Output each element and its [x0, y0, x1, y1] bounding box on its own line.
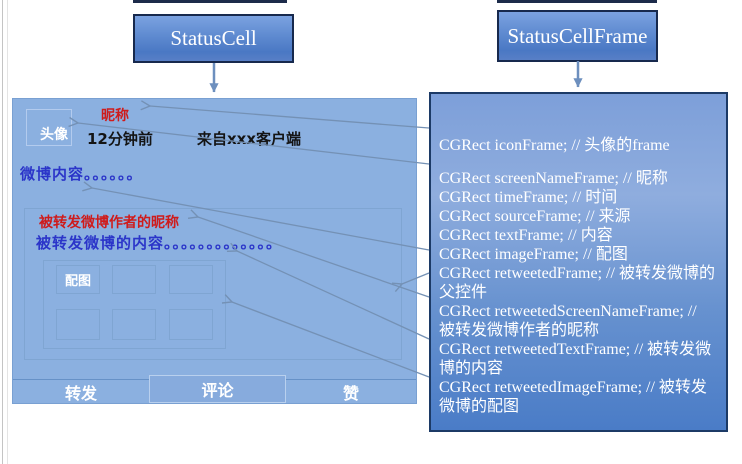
- content-text: 微博内容。。。。。。: [20, 165, 143, 183]
- property-line: CGRect retweetedFrame; // 被转发微博的父控件: [439, 265, 715, 301]
- statuscell-title-box: StatusCell: [133, 14, 294, 63]
- property-line: CGRect retweetedScreenNameFrame; // 被转发微…: [439, 303, 697, 339]
- image-placeholder: [112, 265, 156, 294]
- left-pane-divider: [2, 0, 3, 464]
- property-line: CGRect sourceFrame; // 来源: [439, 208, 631, 225]
- statuscellframe-properties-box: CGRect iconFrame; // 头像的frame CGRect scr…: [429, 92, 728, 432]
- image-placeholder: [112, 309, 156, 340]
- property-line: CGRect retweetedImageFrame; // 被转发微博的配图: [439, 379, 707, 415]
- image-label: 配图: [64, 274, 91, 289]
- avatar-label: 头像: [40, 127, 68, 143]
- avatar-placeholder: 头像: [26, 109, 72, 146]
- frame-properties-list: CGRect iconFrame; // 头像的frame CGRect scr…: [439, 136, 716, 416]
- comment-label: 评论: [201, 381, 234, 400]
- image-placeholder: [169, 309, 213, 340]
- nickname-label: 昵称: [101, 108, 129, 124]
- statuscellframe-title-box: StatusCellFrame: [497, 10, 658, 62]
- like-button: 赞: [286, 379, 416, 403]
- left-pane-divider-inner: [7, 0, 8, 464]
- image-placeholder: 配图: [56, 265, 100, 294]
- retweeted-content-text: 被转发微博的内容。。。。。。。。。。。。。: [36, 234, 283, 252]
- property-line: CGRect imageFrame; // 配图: [439, 246, 628, 263]
- retweeted-author-nickname: 被转发微博作者的昵称: [39, 215, 179, 231]
- like-label: 赞: [342, 383, 359, 403]
- time-label: 12分钟前: [87, 130, 153, 148]
- cropped-top-strip-left: [133, 0, 287, 3]
- property-line: CGRect retweetedTextFrame; // 被转发微博的内容: [439, 341, 712, 377]
- image-placeholder: [169, 265, 213, 294]
- cropped-top-strip-right: [497, 0, 657, 3]
- repost-button: 转发: [13, 379, 149, 403]
- property-line: CGRect textFrame; // 内容: [439, 227, 613, 244]
- source-label: 来自xxx客户端: [197, 130, 302, 148]
- property-line: CGRect timeFrame; // 时间: [439, 189, 618, 206]
- repost-label: 转发: [64, 383, 97, 403]
- statuscellframe-label: StatusCellFrame: [507, 23, 648, 48]
- weibo-cell-mockup: 头像 昵称 12分钟前 来自xxx客户端 微博内容。。。。。。 被转发微博作者的…: [12, 98, 417, 404]
- retweeted-image-grid: 配图: [43, 260, 226, 349]
- property-line: CGRect screenNameFrame; // 昵称: [439, 170, 668, 187]
- image-placeholder: [56, 309, 100, 340]
- retweeted-weibo-box: 被转发微博作者的昵称 被转发微博的内容。。。。。。。。。。。。。 配图: [24, 208, 402, 360]
- comment-button: 评论: [149, 375, 286, 403]
- property-line: CGRect iconFrame; // 头像的frame: [439, 137, 670, 154]
- statuscell-label: StatusCell: [170, 26, 257, 50]
